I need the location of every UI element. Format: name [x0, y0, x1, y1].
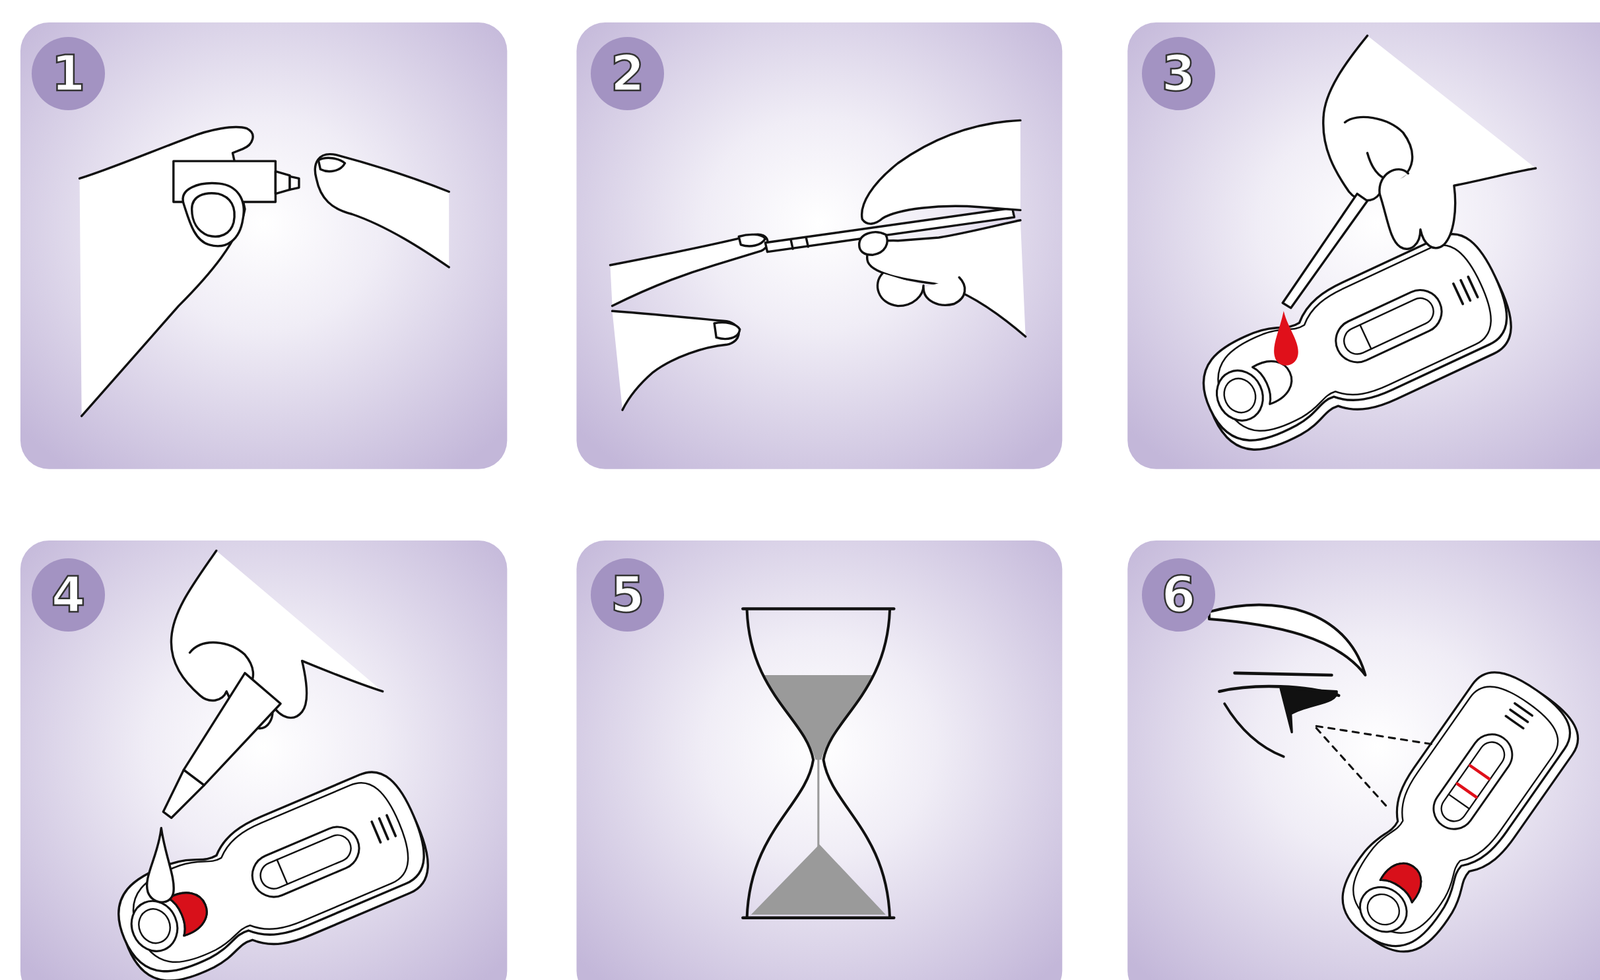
blood-drop — [1273, 310, 1299, 366]
hourglass — [742, 609, 894, 919]
step-number: 3 — [1161, 48, 1197, 98]
pipette-hand — [1282, 35, 1536, 309]
test-cassette — [1319, 658, 1591, 973]
step-panel — [20, 22, 507, 470]
step-number: 6 — [1161, 570, 1197, 620]
test-cassette — [100, 761, 441, 980]
step-number-badge: 2 — [590, 36, 665, 111]
dropper-hand — [147, 550, 383, 903]
step-panel — [576, 540, 1063, 980]
step-panel — [576, 22, 1063, 470]
step-number-badge: 6 — [1141, 558, 1216, 632]
step-number-badge: 3 — [1141, 36, 1216, 111]
step-panel — [1127, 540, 1600, 980]
test-cassette — [1185, 223, 1525, 473]
capillary-sampling — [609, 120, 1026, 410]
step-number-badge: 5 — [590, 558, 665, 632]
step-number: 4 — [51, 570, 86, 620]
lancet-hand — [79, 127, 450, 417]
eye — [1209, 604, 1434, 808]
step-number: 1 — [51, 48, 86, 98]
step-number-badge: 4 — [31, 558, 105, 632]
step-number: 5 — [610, 570, 645, 620]
step-number-badge: 1 — [31, 36, 105, 111]
step-number: 2 — [610, 48, 645, 98]
